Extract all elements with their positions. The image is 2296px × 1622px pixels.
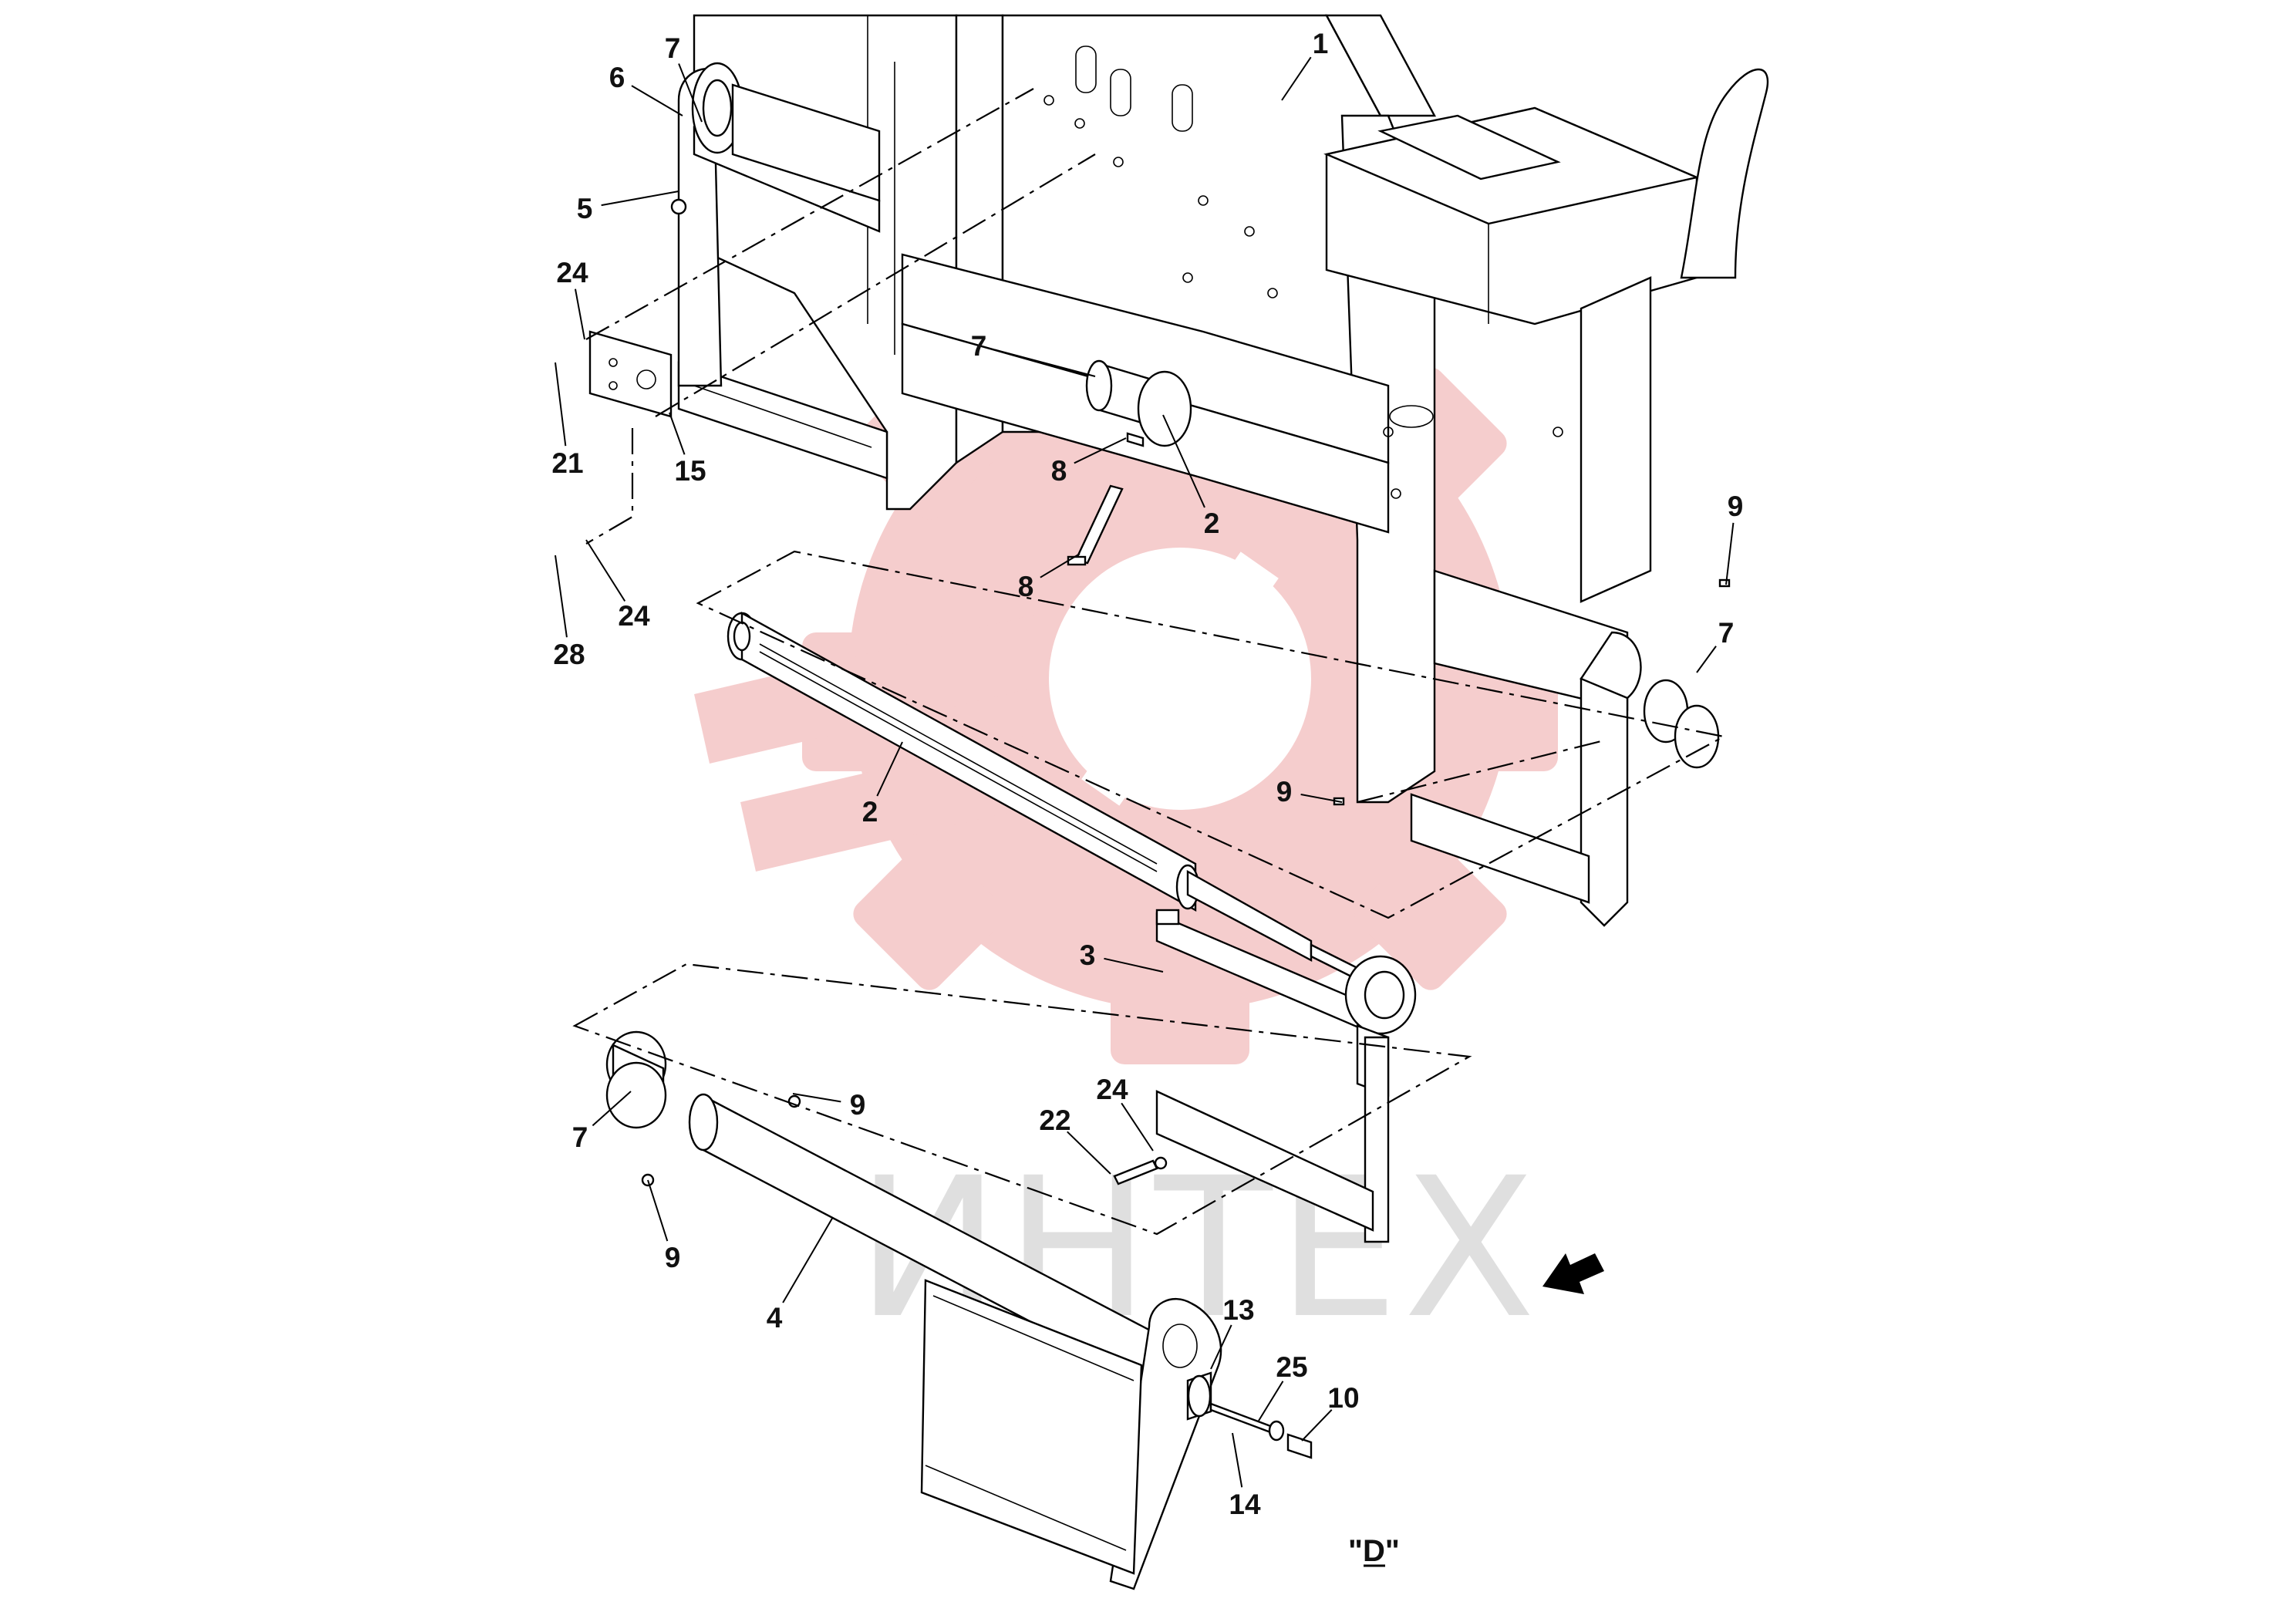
- long-shaft-part-2: [727, 611, 1359, 981]
- callout-leader-7: [592, 1091, 632, 1127]
- callout-label-13: 13: [1222, 1294, 1254, 1326]
- callout-label-9: 9: [1728, 491, 1744, 522]
- callout-label-15: 15: [674, 455, 706, 487]
- callout-label-4: 4: [767, 1302, 783, 1334]
- view-label: "D": [1348, 1534, 1400, 1568]
- callout-leader-1: [1281, 56, 1312, 101]
- callout-label-21: 21: [551, 447, 583, 479]
- callout-label-10: 10: [1327, 1382, 1359, 1414]
- callout-label-2: 2: [1204, 508, 1220, 539]
- lever-arm-part-3: [1113, 909, 1417, 1243]
- callout-label-7: 7: [665, 32, 681, 64]
- callout-leader-10: [1301, 1409, 1333, 1442]
- callout-label-24: 24: [556, 257, 588, 288]
- callout-leader-2: [876, 741, 903, 797]
- callout-label-7: 7: [971, 330, 987, 362]
- callout-leader-13: [1210, 1324, 1232, 1370]
- callout-leader-3: [1104, 957, 1164, 973]
- lower-roller-part-4: [605, 1030, 1313, 1590]
- callout-label-28: 28: [553, 639, 585, 670]
- callout-leader-24: [585, 539, 626, 602]
- callout-leader-14: [1232, 1432, 1243, 1488]
- callout-label-24: 24: [1096, 1074, 1128, 1105]
- callout-label-9: 9: [665, 1242, 681, 1273]
- callout-leader-22: [1067, 1131, 1111, 1175]
- callout-label-9: 9: [1276, 776, 1293, 808]
- view-direction-arrow-icon: [1542, 1253, 1604, 1294]
- callout-leader-9: [792, 1093, 841, 1103]
- callout-leader-4: [782, 1216, 834, 1303]
- callout-leader-9: [1725, 522, 1735, 585]
- callout-leader-24: [574, 288, 585, 340]
- callout-label-9: 9: [850, 1089, 866, 1121]
- callout-leader-8: [1040, 553, 1081, 578]
- callout-label-2: 2: [862, 796, 878, 828]
- upper-left-roller-assembly: [588, 62, 881, 418]
- callout-leader-6: [631, 85, 683, 116]
- callout-label-5: 5: [577, 193, 593, 224]
- callout-label-24: 24: [618, 600, 650, 632]
- callout-leader-5: [601, 191, 679, 207]
- callout-label-8: 8: [1018, 571, 1034, 602]
- callout-label-25: 25: [1276, 1351, 1307, 1383]
- callout-leader-8: [1074, 437, 1127, 464]
- callout-label-6: 6: [609, 62, 625, 93]
- callout-leader-28: [555, 555, 568, 638]
- callout-label-3: 3: [1080, 939, 1096, 971]
- assembly-guide-lines: [572, 88, 1727, 1236]
- callout-leader-7: [678, 63, 703, 123]
- center-cylinder-group: [1067, 359, 1192, 566]
- callout-leader-21: [555, 362, 567, 447]
- callout-label-1: 1: [1313, 28, 1329, 59]
- callout-leader-24: [1121, 1102, 1154, 1152]
- callout-label-7: 7: [1718, 617, 1735, 649]
- callout-label-8: 8: [1051, 455, 1067, 487]
- callout-label-22: 22: [1039, 1104, 1070, 1136]
- callout-leader-7: [1696, 646, 1717, 673]
- callout-leader-25: [1258, 1381, 1284, 1421]
- callout-leader-7: [995, 349, 1096, 377]
- callout-label-7: 7: [572, 1121, 588, 1153]
- callout-leader-15: [669, 412, 686, 455]
- callout-leader-9: [1300, 794, 1343, 803]
- callout-leader-9: [647, 1179, 669, 1242]
- callout-leader-2: [1162, 414, 1205, 508]
- callout-label-14: 14: [1229, 1489, 1261, 1520]
